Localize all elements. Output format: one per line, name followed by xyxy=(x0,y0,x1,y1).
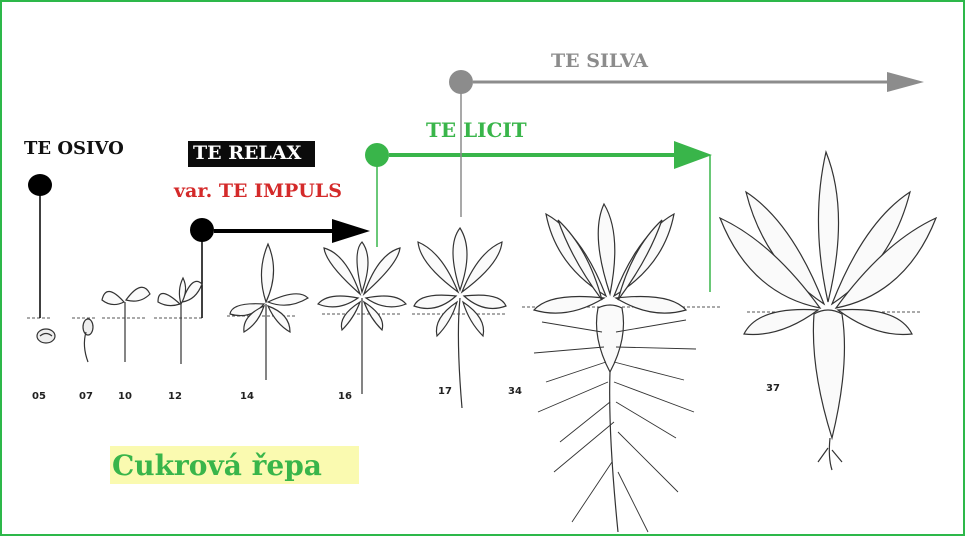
plant-stage-37-icon xyxy=(720,152,936,470)
plant-stage-14-icon xyxy=(230,244,308,380)
program-label-te-relax: TE RELAX xyxy=(188,141,315,167)
stage-code: 34 xyxy=(508,387,522,397)
stage-code: 16 xyxy=(338,392,352,402)
plant-stage-34-icon xyxy=(534,204,696,532)
plant-stage-07-icon xyxy=(83,319,93,362)
plant-stage-12-icon xyxy=(158,278,202,364)
plant-stage-17-icon xyxy=(414,228,506,408)
crop-title: Cukrová řepa xyxy=(110,446,359,484)
program-label-te-licit: TE LICIT xyxy=(426,120,527,140)
stage-code: 17 xyxy=(438,387,452,397)
licit-arrow xyxy=(365,141,712,292)
program-label-te-silva: TE SILVA xyxy=(551,52,648,71)
osivo-marker xyxy=(28,174,52,318)
stage-code: 37 xyxy=(766,384,780,394)
program-label-te-osivo: TE OSIVO xyxy=(24,140,124,158)
stage-code: 07 xyxy=(79,392,93,402)
program-label-te-impuls: var. TE IMPULS xyxy=(174,182,342,201)
stage-code: 05 xyxy=(32,392,46,402)
plant-stage-10-icon xyxy=(102,287,150,362)
plant-stage-16-icon xyxy=(318,242,406,394)
plant-stage-05-icon xyxy=(37,329,55,343)
stage-code: 12 xyxy=(168,392,182,402)
silva-arrow xyxy=(449,70,924,217)
stage-code: 14 xyxy=(240,392,254,402)
stage-code: 10 xyxy=(118,392,132,402)
